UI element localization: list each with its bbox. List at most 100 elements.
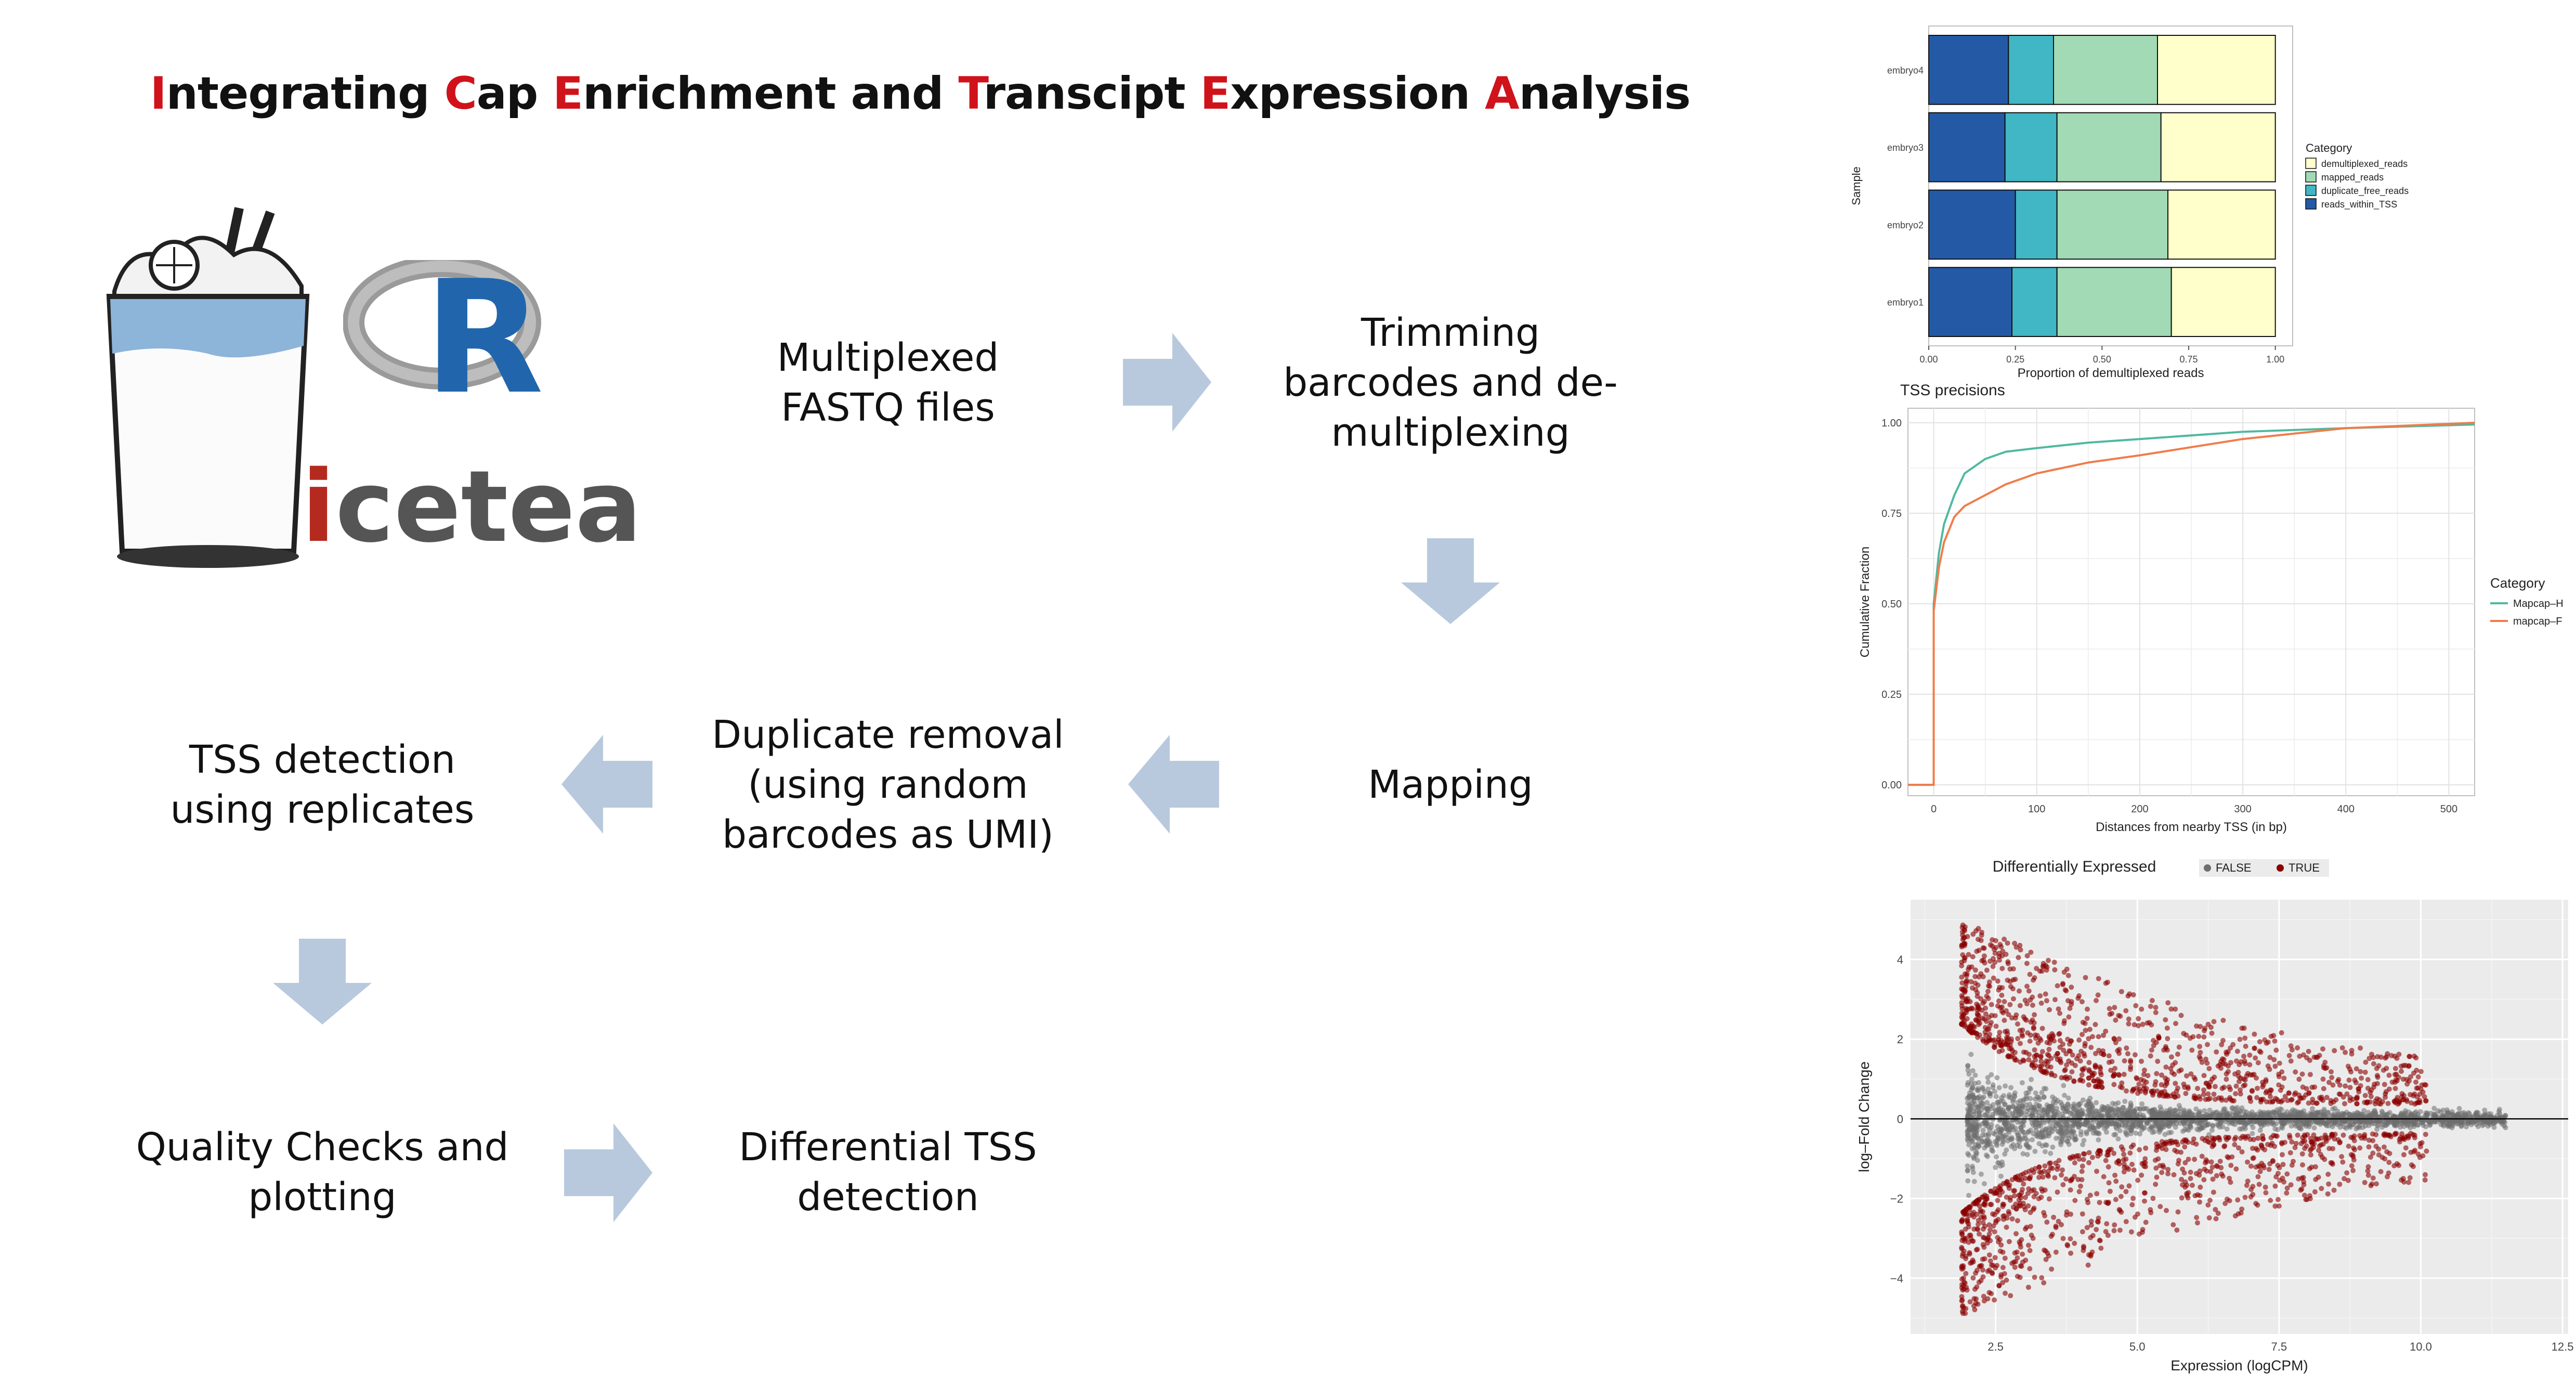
point-false	[1980, 1139, 1986, 1145]
point-true	[2201, 1073, 2207, 1079]
point-false	[2217, 1124, 2222, 1130]
point-true	[1961, 1275, 1967, 1281]
point-true	[2036, 1174, 2042, 1180]
point-true	[1999, 992, 2005, 998]
point-true	[1981, 945, 1987, 951]
bar-segment	[2160, 112, 2276, 183]
point-true	[2076, 1156, 2082, 1162]
point-true	[2003, 1181, 2009, 1186]
point-true	[1963, 1271, 1969, 1276]
point-true	[2021, 1058, 2026, 1064]
point-false	[2346, 1112, 2352, 1118]
point-true	[2156, 1035, 2162, 1041]
point-true	[2419, 1140, 2425, 1146]
point-false	[1968, 1052, 1974, 1057]
point-false	[1970, 1139, 1976, 1145]
point-true	[2150, 1196, 2156, 1201]
point-true	[2312, 1189, 2318, 1195]
point-true	[2081, 1248, 2086, 1253]
point-false	[2424, 1113, 2430, 1119]
point-true	[2168, 1006, 2174, 1012]
point-true	[2039, 1275, 2045, 1280]
point-false	[2233, 1112, 2239, 1118]
point-true	[2030, 1017, 2035, 1023]
point-true	[2374, 1066, 2379, 1071]
point-false	[2381, 1112, 2387, 1118]
point-false	[2137, 1131, 2142, 1137]
point-true	[1972, 967, 1978, 973]
point-true	[2235, 1197, 2241, 1203]
point-true	[2081, 1151, 2086, 1157]
point-true	[2396, 1099, 2402, 1105]
point-true	[1984, 967, 1990, 973]
point-true	[2384, 1054, 2389, 1060]
point-true	[2072, 1174, 2077, 1179]
point-true	[2423, 1098, 2428, 1104]
point-true	[2319, 1155, 2325, 1160]
point-true	[2349, 1051, 2355, 1057]
point-true	[1979, 929, 1984, 935]
point-true	[2213, 1096, 2218, 1102]
arrow-right-1	[1123, 333, 1211, 432]
point-true	[2244, 1183, 2250, 1188]
point-true	[2033, 1190, 2039, 1196]
bar-segment	[2011, 267, 2058, 337]
title-text: ntegrating	[166, 68, 444, 120]
point-false	[2024, 1137, 2030, 1143]
point-true	[1995, 1235, 2000, 1240]
point-true	[2324, 1095, 2330, 1100]
point-true	[2255, 1135, 2261, 1141]
point-true	[2103, 1199, 2109, 1205]
point-true	[2084, 1197, 2090, 1202]
point-true	[2060, 1236, 2066, 1241]
point-true	[2320, 1077, 2326, 1082]
point-false	[2164, 1112, 2170, 1118]
point-false	[2081, 1137, 2087, 1143]
point-true	[2161, 1047, 2167, 1053]
point-true	[1970, 954, 1976, 960]
point-true	[2365, 1168, 2371, 1174]
point-false	[2037, 1097, 2042, 1103]
point-false	[2026, 1085, 2032, 1091]
point-true	[2025, 1190, 2031, 1196]
point-true	[2109, 1059, 2115, 1065]
point-true	[2206, 1084, 2212, 1090]
point-true	[2412, 1148, 2418, 1153]
point-true	[2041, 1280, 2047, 1286]
point-true	[2325, 1191, 2331, 1197]
point-false	[1985, 1080, 1991, 1085]
point-true	[2302, 1192, 2307, 1198]
point-false	[2018, 1136, 2023, 1142]
point-true	[2061, 1020, 2067, 1026]
point-true	[2375, 1081, 2380, 1086]
point-false	[2379, 1109, 2385, 1114]
point-true	[2069, 1069, 2075, 1074]
point-false	[1973, 1152, 1979, 1158]
point-true	[2132, 1022, 2137, 1028]
point-true	[2026, 1057, 2032, 1062]
point-true	[2052, 1175, 2058, 1181]
point-false	[2080, 1142, 2086, 1147]
point-true	[2065, 973, 2071, 978]
point-true	[2362, 1069, 2368, 1075]
point-true	[2039, 1049, 2045, 1054]
point-true	[2119, 1144, 2124, 1150]
point-true	[2352, 1147, 2358, 1152]
point-true	[2008, 1293, 2013, 1299]
point-false	[2086, 1101, 2091, 1107]
point-true	[2155, 1156, 2161, 1162]
point-true	[2287, 1150, 2293, 1156]
point-true	[1972, 974, 1978, 979]
x-tick-label: 100	[2028, 803, 2045, 815]
point-false	[2013, 1108, 2018, 1114]
point-false	[2478, 1119, 2483, 1125]
point-true	[2138, 1077, 2144, 1082]
point-false	[1989, 1072, 1994, 1078]
point-false	[2177, 1120, 2183, 1126]
point-true	[2206, 1215, 2212, 1221]
point-true	[2201, 1177, 2207, 1183]
point-true	[2220, 1018, 2226, 1023]
point-true	[2286, 1133, 2292, 1138]
point-true	[2085, 1006, 2090, 1012]
point-false	[1965, 1168, 1970, 1173]
